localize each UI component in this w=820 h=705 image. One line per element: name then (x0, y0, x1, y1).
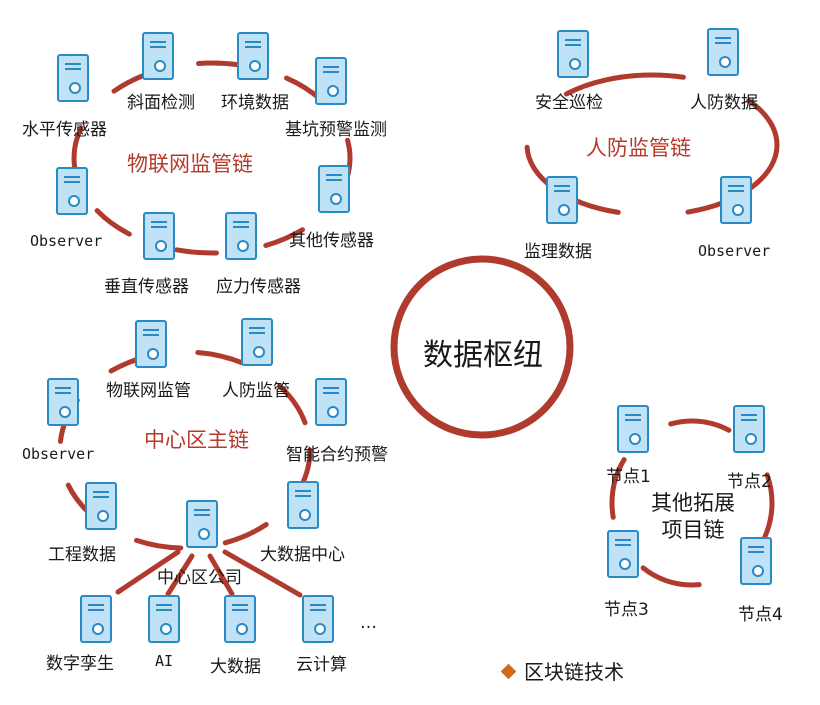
node-label: 节点1 (606, 467, 651, 487)
server-icon (47, 378, 79, 428)
node-label: 环境数据 (221, 93, 289, 113)
node-label: 节点3 (604, 600, 649, 620)
server-icon (318, 165, 350, 215)
server-icon (707, 28, 739, 78)
server-icon (315, 378, 347, 428)
node-label: 物联网监管 (106, 381, 191, 401)
server-icon (740, 537, 772, 587)
node-label: 基坑预警监测 (285, 120, 387, 140)
server-icon (80, 595, 112, 645)
node-label: 水平传感器 (22, 120, 107, 140)
server-icon (617, 405, 649, 455)
server-icon (135, 320, 167, 370)
node-label: AI (155, 652, 174, 670)
other-chain-ring (609, 418, 775, 588)
server-icon (148, 595, 180, 645)
connector-ai (165, 553, 195, 597)
server-icon (237, 32, 269, 82)
legend-label: 区块链技术 (524, 660, 624, 684)
server-icon (241, 318, 273, 368)
node-label: 云计算 (296, 655, 347, 675)
node-label: Observer (698, 242, 771, 260)
server-icon (315, 57, 347, 107)
server-icon (57, 54, 89, 104)
iot-chain-title: 物联网监管链 (127, 152, 253, 176)
server-icon (224, 595, 256, 645)
server-icon (733, 405, 765, 455)
node-label: 监理数据 (524, 242, 592, 262)
node-label: 中心区公司 (157, 568, 242, 588)
node-label: Observer (30, 232, 103, 250)
other-chain-title: 其他拓展 项目链 (628, 490, 758, 544)
node-label: 垂直传感器 (104, 277, 189, 297)
other-chain-title-line1: 其他拓展 (651, 491, 735, 515)
server-icon (546, 176, 578, 226)
node-label: 大数据中心 (260, 545, 345, 565)
node-label: Observer (22, 445, 95, 463)
legend-diamond-icon (500, 663, 517, 680)
ellipsis: … (360, 613, 377, 633)
center-chain-ring (57, 349, 313, 551)
connector-bigdata (207, 553, 235, 597)
connector-cloud (222, 549, 303, 598)
server-icon (85, 482, 117, 532)
server-icon (287, 481, 319, 531)
server-icon (302, 595, 334, 645)
civil-chain-ring (524, 72, 780, 218)
node-label: 其他传感器 (289, 231, 374, 251)
node-label: 应力传感器 (216, 277, 301, 297)
node-label: 智能合约预警 (286, 445, 388, 465)
node-label: 节点4 (738, 605, 783, 625)
node-label: 人防数据 (690, 93, 758, 113)
hub-ring (390, 255, 574, 439)
node-label: 斜面检测 (127, 93, 195, 113)
iot-chain-ring (71, 60, 353, 256)
server-icon (720, 176, 752, 226)
legend: 区块链技术 (500, 656, 624, 685)
server-icon (225, 212, 257, 262)
center-chain-title: 中心区主链 (144, 428, 249, 452)
server-icon (56, 167, 88, 217)
node-label: 节点2 (727, 472, 772, 492)
server-icon (142, 32, 174, 82)
node-label: 大数据 (210, 657, 261, 677)
server-icon (607, 530, 639, 580)
node-label: 数字孪生 (46, 654, 114, 674)
node-label: 人防监管 (222, 381, 290, 401)
server-icon (557, 30, 589, 80)
hub-label: 数据枢纽 (423, 338, 543, 373)
other-chain-title-line2: 项目链 (661, 518, 725, 542)
node-label: 安全巡检 (535, 93, 603, 113)
server-icon (143, 212, 175, 262)
civil-chain-title: 人防监管链 (586, 136, 691, 160)
server-icon (186, 500, 218, 550)
connector-twin (115, 549, 181, 595)
node-label: 工程数据 (48, 545, 116, 565)
